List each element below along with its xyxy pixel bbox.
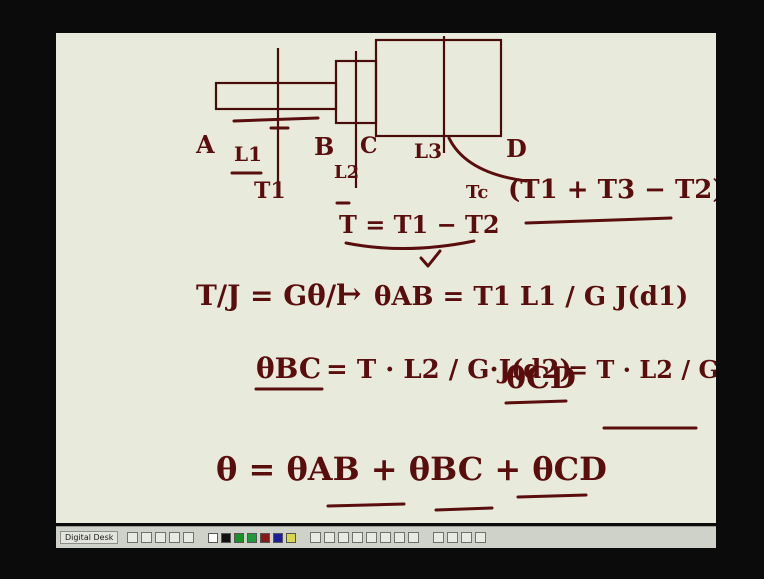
underline-theta-bc-2: [434, 506, 494, 512]
save-icon[interactable]: [155, 532, 167, 543]
rectangle-icon[interactable]: [366, 532, 378, 543]
point-label-b: B: [314, 132, 334, 161]
underline-theta-cd: [504, 399, 568, 405]
torque-label-tc: Tc: [466, 182, 488, 203]
color-swatch-green[interactable]: [234, 532, 245, 543]
torque-expression-right: (T1 + T3 − T2): [508, 175, 716, 205]
underline-theta-cd-2: [516, 493, 588, 499]
ellipse-icon[interactable]: [380, 532, 392, 543]
redo-icon[interactable]: [183, 532, 195, 543]
open-icon[interactable]: [141, 532, 153, 543]
color-swatch-yellow[interactable]: [286, 532, 297, 543]
point-label-c: C: [360, 133, 378, 159]
color-swatch-red[interactable]: [260, 532, 271, 543]
stepped-shaft-diagram: [214, 36, 503, 188]
zoom-icon[interactable]: [461, 532, 473, 543]
point-label-a: A: [195, 130, 215, 159]
equation-1-arrow: →: [338, 277, 361, 310]
underline-torque-middle: [344, 239, 476, 250]
line-icon[interactable]: [352, 532, 364, 543]
segment-label-l1: L1: [234, 142, 262, 166]
point-label-d: D: [506, 134, 527, 163]
color-swatch-white[interactable]: [208, 532, 219, 543]
theta-cd-label: θCD: [506, 361, 576, 396]
whiteboard-canvas[interactable]: A B C D L1 L2 L3 T1 Tc (T1 + T3 − T2) T …: [56, 33, 716, 523]
new-page-icon[interactable]: [127, 532, 139, 543]
theta-bc-label: θBC: [256, 352, 321, 385]
segment-label-l2: L2: [334, 162, 359, 183]
torque-expression-middle: T = T1 − T2: [339, 210, 500, 239]
text-icon[interactable]: [408, 532, 420, 543]
theta-bc-expression: = T · L2 / G·J(d2): [326, 355, 572, 385]
color-swatch-blue[interactable]: [273, 532, 284, 543]
equation-1-rhs: θAB = T1 L1 / G J(d1): [374, 282, 688, 312]
prev-page-icon[interactable]: [433, 532, 445, 543]
underline-theta-ab: [326, 502, 406, 508]
pen-icon[interactable]: [310, 532, 322, 543]
shaft-segment-ab: [214, 81, 338, 111]
clear-icon[interactable]: [475, 532, 487, 543]
segment-label-l3: L3: [414, 139, 442, 163]
torque-arrow: [447, 136, 528, 183]
undo-icon[interactable]: [169, 532, 181, 543]
theta-cd-expression: = T · L2 / G·J(d3): [568, 355, 716, 384]
app-menu-button[interactable]: Digital Desk: [60, 531, 119, 544]
underline-ab: [232, 116, 320, 123]
total-twist-equation: θ = θAB + θBC + θCD: [216, 450, 607, 488]
color-swatch-green-2[interactable]: [247, 532, 258, 543]
shaft-segment-cd: [374, 38, 503, 138]
equation-1-lhs: T/J = Gθ/l: [196, 279, 347, 312]
select-icon[interactable]: [394, 532, 406, 543]
pen-toolbar: Digital Desk: [56, 526, 716, 548]
color-swatch-black[interactable]: [221, 532, 232, 543]
highlighter-icon[interactable]: [324, 532, 336, 543]
check-mark: [419, 249, 442, 268]
handwriting-layer: A B C D L1 L2 L3 T1 Tc (T1 + T3 − T2) T …: [195, 36, 716, 512]
torque-label-t1: T1: [254, 178, 286, 204]
underline-torque-right: [524, 216, 673, 225]
next-page-icon[interactable]: [447, 532, 459, 543]
eraser-icon[interactable]: [338, 532, 350, 543]
